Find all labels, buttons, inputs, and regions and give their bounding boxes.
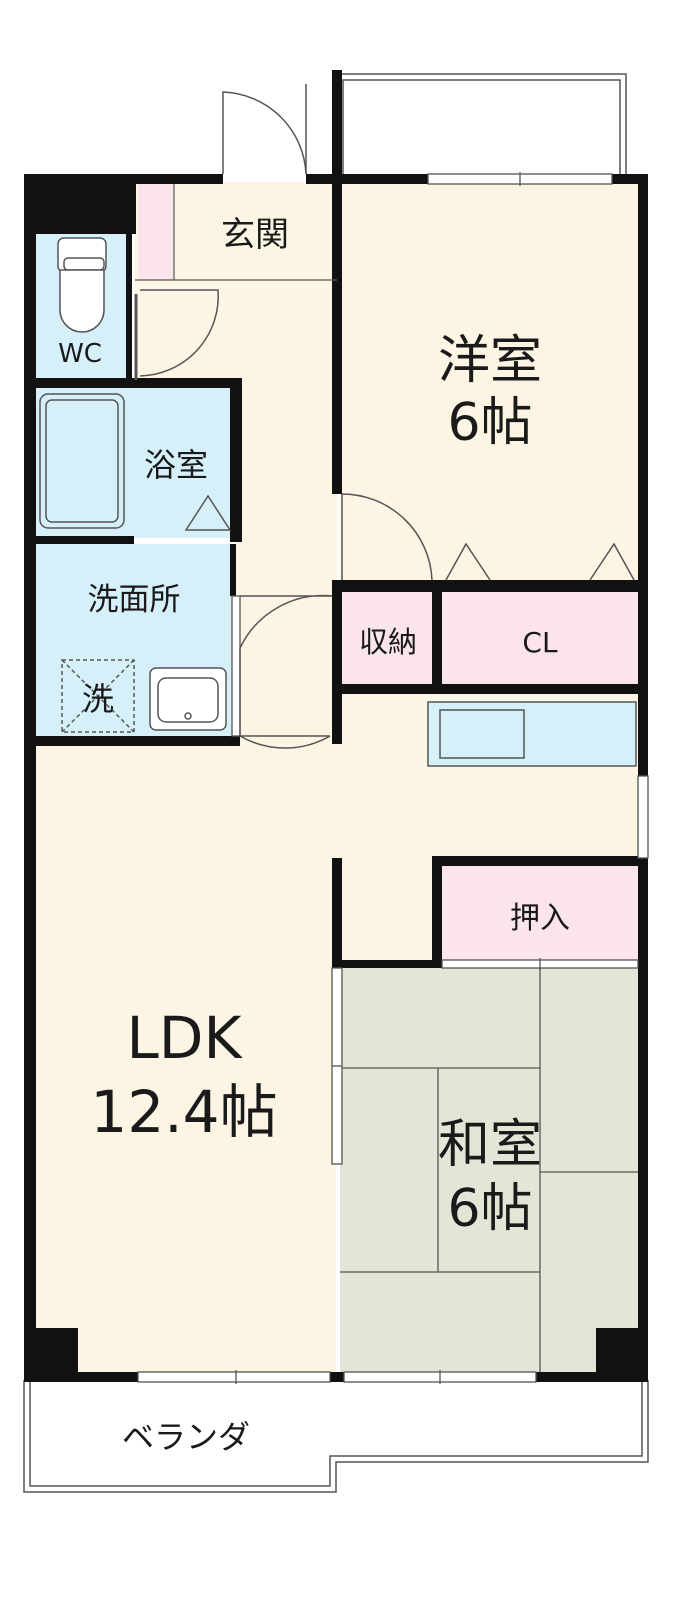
front-balcony-inner <box>342 79 621 182</box>
ldk-floor-notch <box>336 862 438 964</box>
fixtures <box>39 184 637 767</box>
windows <box>137 172 649 1384</box>
wall-ldk-divider <box>332 858 342 968</box>
wall-top-left <box>24 174 136 234</box>
wall-oshiire-left <box>432 856 442 968</box>
wall-top-entrance <box>135 174 223 184</box>
closet-label: CL <box>522 626 558 659</box>
wall-bottom-left <box>24 1372 138 1382</box>
western-door <box>341 493 433 581</box>
washer-label: 洗 <box>82 680 114 718</box>
entrance-door <box>222 91 307 175</box>
ldk-size: 12.4帖 <box>90 1078 277 1146</box>
wall-top-western-right <box>612 174 648 184</box>
ldk-floor <box>36 742 336 1380</box>
wall-top-western <box>332 174 428 184</box>
veranda-label: ベランダ <box>122 1418 250 1456</box>
wall-bath-right <box>230 378 242 542</box>
closet-door-left <box>445 542 491 581</box>
wall-top-entrance-right <box>306 174 342 184</box>
washroom-label: 洗面所 <box>88 582 181 618</box>
wash-sliding <box>231 595 241 737</box>
bathtub-inner <box>45 399 119 523</box>
japanese-room-size: 6帖 <box>447 1179 532 1239</box>
wall-western-left <box>332 70 342 494</box>
balconies <box>23 73 649 1493</box>
wall-bath-bottom <box>24 536 134 544</box>
rear-veranda <box>23 1380 649 1493</box>
walls <box>24 70 648 1382</box>
entrance-label: 玄関 <box>221 215 289 255</box>
wall-bottom-right <box>536 1372 648 1382</box>
rear-veranda-inner <box>29 1380 643 1487</box>
toilet-bowl <box>59 269 105 333</box>
washbasin-bowl <box>157 677 219 723</box>
wall-japanese-top <box>332 960 442 968</box>
wall-wc-right <box>126 230 132 380</box>
ldk-name: LDK <box>126 1004 243 1072</box>
storage-label: 収納 <box>359 625 417 659</box>
toilet-tank-inner <box>63 257 105 271</box>
wash-door <box>239 594 333 649</box>
kitchen-sink <box>439 709 525 759</box>
window-bottom-ldk <box>137 1371 331 1383</box>
wc-door <box>139 289 219 377</box>
wall-right-upper <box>638 174 648 776</box>
wall-hall-right <box>332 684 342 744</box>
washbasin-drain <box>184 712 192 720</box>
storage-floor <box>340 590 436 684</box>
western-room-name: 洋室 <box>438 331 542 391</box>
bath-door <box>184 494 232 531</box>
oshiire-label: 押入 <box>510 901 570 936</box>
closet-door-right <box>589 542 635 581</box>
entrance-shoebox <box>138 184 173 280</box>
wall-storage-top <box>332 580 648 592</box>
wall-storage-mid <box>432 580 442 688</box>
wall-right-lower <box>638 858 648 1380</box>
doors <box>134 84 635 749</box>
hallway-floor-lower <box>236 386 337 742</box>
wall-wash-bottom <box>24 736 240 746</box>
wall-bottom-mid <box>330 1372 344 1382</box>
wall-bath-top <box>24 378 242 388</box>
wc-label: WC <box>58 339 102 369</box>
bath-label: 浴室 <box>144 446 208 484</box>
labels: 玄関 WC 浴室 洗面所 洗 洋室 6帖 収納 CL 押入 LDK 12.4帖 … <box>58 215 570 1456</box>
wall-oshiire-top <box>432 856 648 866</box>
hall-door <box>239 648 331 749</box>
window-right-side <box>637 775 649 859</box>
closet-floor <box>442 590 640 684</box>
wall-left <box>24 174 36 1380</box>
western-room-size: 6帖 <box>447 393 532 453</box>
wall-wash-right <box>230 544 236 596</box>
front-balcony <box>336 73 627 182</box>
wall-storage-left <box>332 580 342 694</box>
corner-bottom-left <box>24 1328 78 1382</box>
oshiire-floor <box>442 866 640 962</box>
wall-storage-bottom <box>332 684 648 694</box>
western-room-floor <box>340 182 640 584</box>
room-fills <box>36 182 640 1380</box>
tatami-lines <box>340 966 640 1378</box>
japanese-room-name: 和室 <box>438 1115 542 1175</box>
